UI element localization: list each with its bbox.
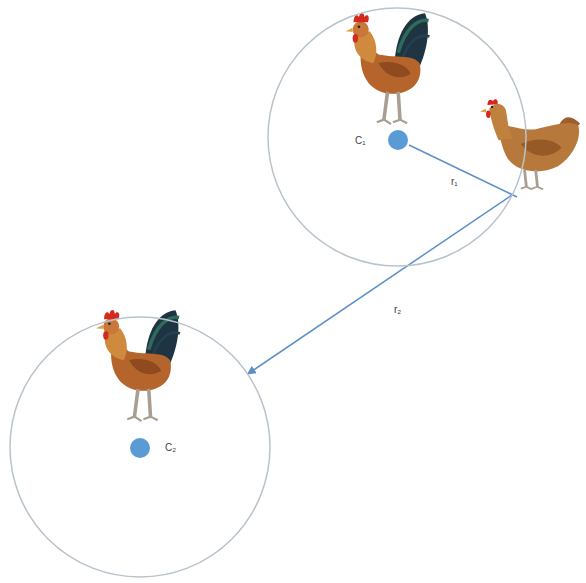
rooster-picture bbox=[96, 310, 180, 421]
circle-outline bbox=[9, 316, 271, 578]
center-dot bbox=[130, 438, 150, 458]
circle-border bbox=[10, 317, 270, 577]
cluster-circle: C₂ bbox=[9, 316, 271, 578]
cluster-circle: C₁ bbox=[267, 7, 527, 267]
distance-label: r₂ bbox=[392, 304, 403, 316]
distance-arrow bbox=[248, 195, 513, 374]
center-label: C₂ bbox=[165, 442, 176, 454]
rooster-picture bbox=[346, 13, 430, 124]
center-dot bbox=[388, 130, 408, 150]
label-holder: C₁ bbox=[355, 135, 366, 147]
circle-border bbox=[268, 8, 526, 266]
hen-picture bbox=[480, 99, 580, 189]
label-holder: C₂ bbox=[165, 442, 176, 454]
circle-outline bbox=[267, 7, 527, 267]
radius-line bbox=[409, 145, 517, 197]
radius-label: r₁ bbox=[449, 176, 460, 188]
center-label: C₁ bbox=[355, 135, 366, 147]
